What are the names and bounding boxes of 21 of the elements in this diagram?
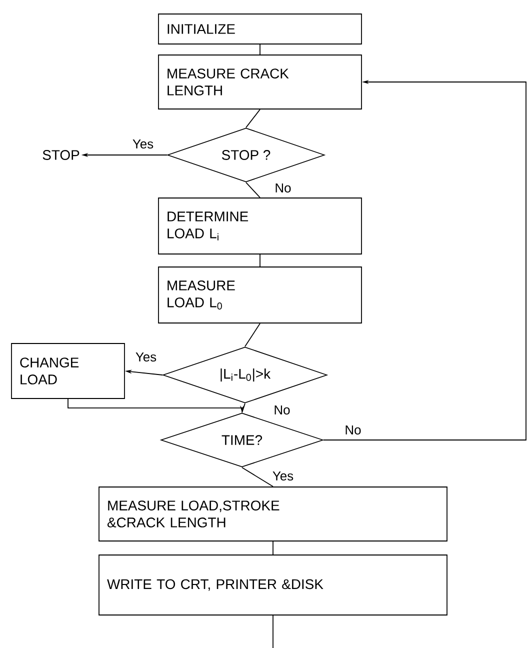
process-box: MEASURE CRACK LENGTH <box>158 54 362 110</box>
connector-line <box>244 323 260 347</box>
edge-label: No <box>346 426 361 435</box>
connector-line <box>272 615 274 648</box>
process-box: CHANGE LOAD <box>11 343 125 399</box>
connector-line <box>272 541 274 555</box>
edge-label: Yes <box>272 471 294 481</box>
connector-line <box>246 182 260 198</box>
edge-label: Yes <box>132 140 154 149</box>
process-box: MEASURE LOAD L$_{0}$ <box>158 266 362 324</box>
process-box: WRITE TO CRT, PRINTER &DISK <box>98 554 448 616</box>
edge-label: No <box>274 406 290 415</box>
connector-line <box>246 109 260 128</box>
connector-line <box>242 467 274 487</box>
edge-label: Yes <box>136 352 156 362</box>
edge-label: No <box>276 184 291 193</box>
process-box: DETERMINE LOAD L$_{i}$ <box>158 198 362 254</box>
process-box: MEASURE LOAD,STROKE &CRACK LENGTH <box>98 486 448 542</box>
terminal-text: STOP <box>42 150 80 160</box>
process-box: INITIALIZE <box>158 14 362 44</box>
connector-line <box>242 403 246 413</box>
